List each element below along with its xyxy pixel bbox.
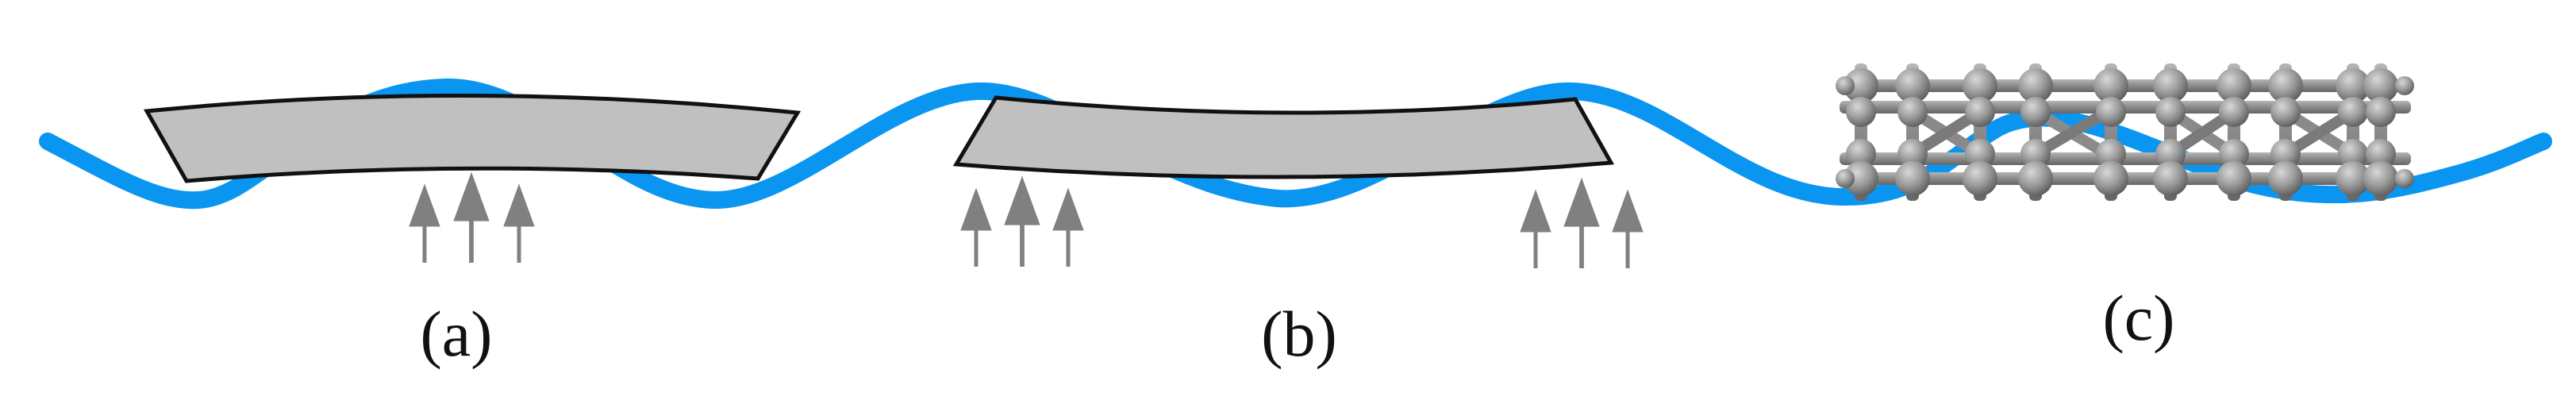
atom-sphere-icon bbox=[2018, 68, 2053, 103]
atom-sphere-icon bbox=[1965, 139, 1995, 169]
upward-force-arrow-icon bbox=[1521, 190, 1551, 268]
atom-sphere-icon bbox=[2336, 68, 2370, 103]
atom-sphere-icon bbox=[2020, 139, 2051, 169]
panel-label-c: (c) bbox=[2102, 282, 2174, 354]
panel-a: (a) bbox=[143, 93, 802, 370]
upward-force-arrow-icon bbox=[1564, 179, 1599, 268]
atom-sphere-icon bbox=[2336, 161, 2370, 196]
atom-sphere-icon bbox=[2096, 139, 2126, 169]
atom-sphere-icon bbox=[1895, 161, 1930, 196]
atom-sphere-icon bbox=[1897, 97, 1928, 127]
panel-b: (b) bbox=[952, 95, 1643, 370]
force-arrows-b-left bbox=[961, 177, 1083, 267]
panel-label-b: (b) bbox=[1261, 298, 1337, 370]
panel-label-a: (a) bbox=[420, 298, 492, 370]
atom-sphere-icon bbox=[1836, 76, 1855, 95]
atom-sphere-icon bbox=[1836, 169, 1855, 188]
atom-sphere-icon bbox=[2020, 97, 2051, 127]
atom-sphere-icon bbox=[2338, 139, 2368, 169]
atom-sphere-icon bbox=[2093, 68, 2128, 103]
upward-force-arrow-icon bbox=[1053, 189, 1083, 267]
atom-sphere-icon bbox=[2217, 68, 2251, 103]
atom-sphere-icon bbox=[2219, 139, 2249, 169]
atom-sphere-icon bbox=[1965, 97, 1995, 127]
atom-sphere-icon bbox=[1963, 161, 1997, 196]
atom-sphere-icon bbox=[1897, 139, 1928, 169]
atom-sphere-icon bbox=[2093, 161, 2128, 196]
atom-sphere-icon bbox=[2268, 161, 2303, 196]
upward-force-arrow-icon bbox=[454, 173, 489, 263]
plate-a bbox=[143, 93, 802, 183]
atomic-lattice bbox=[1836, 63, 2414, 201]
upward-force-arrow-icon bbox=[1005, 177, 1040, 267]
force-arrows-b-right bbox=[1521, 179, 1643, 268]
atom-sphere-icon bbox=[2395, 169, 2414, 188]
atom-sphere-icon bbox=[1963, 68, 1997, 103]
atom-sphere-icon bbox=[2096, 97, 2126, 127]
atom-sphere-icon bbox=[2363, 161, 2398, 196]
upward-force-arrow-icon bbox=[504, 185, 534, 263]
atom-sphere-icon bbox=[2270, 139, 2301, 169]
upward-force-arrow-icon bbox=[1613, 190, 1643, 268]
atom-sphere-icon bbox=[2153, 161, 2188, 196]
atom-sphere-icon bbox=[1844, 68, 1878, 103]
force-arrows-a bbox=[409, 173, 534, 263]
plate-b bbox=[952, 95, 1615, 179]
atom-sphere-icon bbox=[2018, 161, 2053, 196]
atom-sphere-icon bbox=[2153, 68, 2188, 103]
upward-force-arrow-icon bbox=[409, 185, 440, 263]
atom-sphere-icon bbox=[2338, 97, 2368, 127]
upward-force-arrow-icon bbox=[961, 189, 991, 267]
atom-sphere-icon bbox=[2155, 97, 2186, 127]
atom-sphere-icon bbox=[2268, 68, 2303, 103]
atom-sphere-icon bbox=[2155, 139, 2186, 169]
atom-sphere-icon bbox=[1846, 97, 1876, 127]
atom-sphere-icon bbox=[2219, 97, 2249, 127]
atom-sphere-icon bbox=[2270, 97, 2301, 127]
atom-sphere-icon bbox=[2366, 139, 2396, 169]
atom-sphere-icon bbox=[2366, 97, 2396, 127]
atom-sphere-icon bbox=[2217, 161, 2251, 196]
panel-c: (c) bbox=[1836, 63, 2414, 354]
atom-sphere-icon bbox=[1846, 139, 1876, 169]
atom-sphere-icon bbox=[2363, 68, 2398, 103]
atom-sphere-icon bbox=[2395, 76, 2414, 95]
atom-sphere-icon bbox=[1895, 68, 1930, 103]
atom-sphere-icon bbox=[1844, 161, 1878, 196]
